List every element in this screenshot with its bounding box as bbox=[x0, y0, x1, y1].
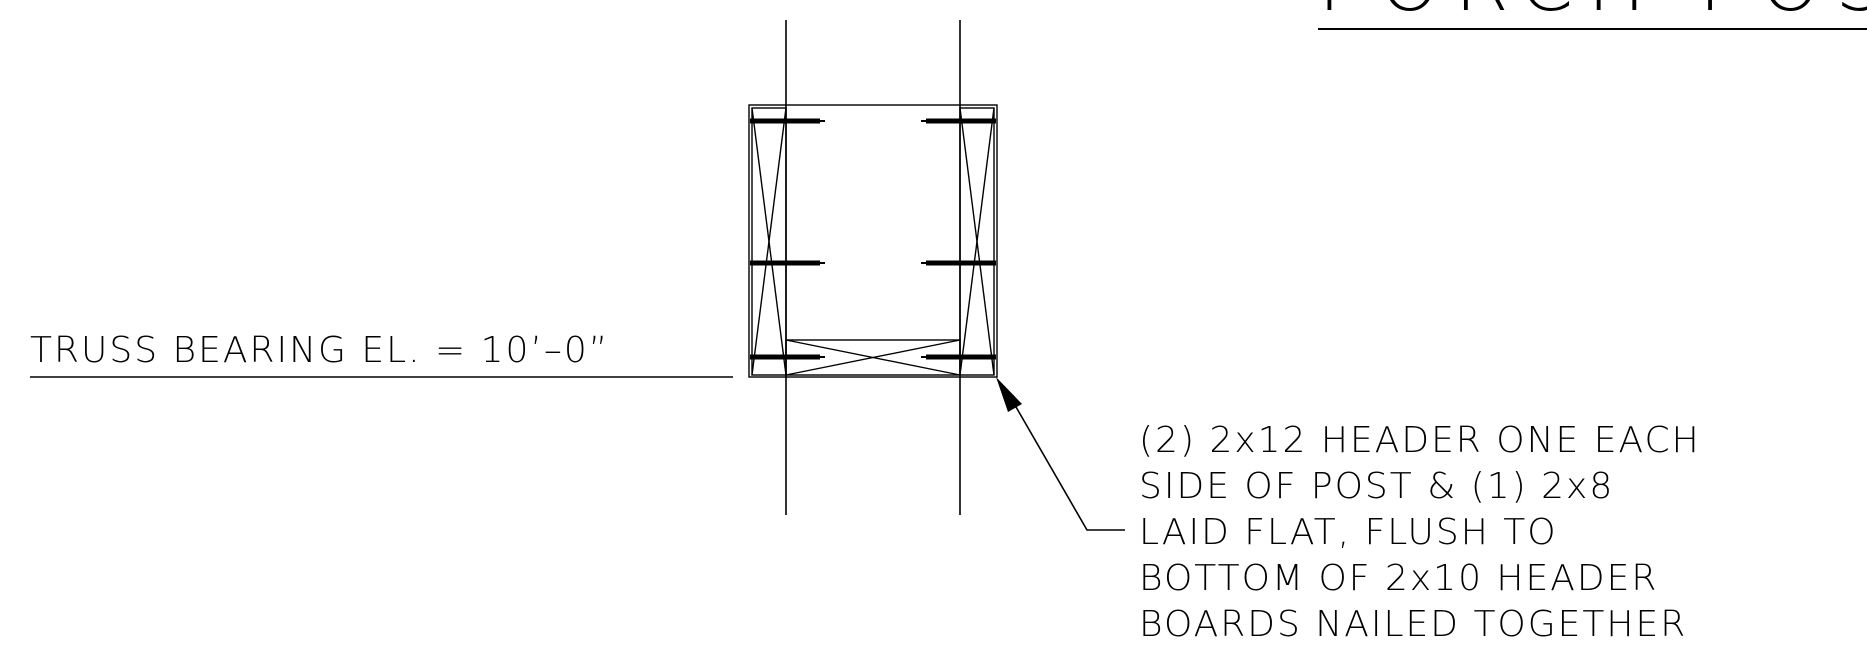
callout-line-4: BOTTOM OF 2x10 HEADER bbox=[1139, 558, 1658, 599]
callout-line-2: SIDE OF POST & (1) 2x8 bbox=[1139, 466, 1614, 507]
drawing-title: PORCH POST bbox=[1318, 0, 1867, 29]
elevation-label: TRUSS BEARING EL. = 10’–0” bbox=[30, 330, 609, 371]
left-2x12-header bbox=[751, 107, 787, 376]
right-header-cross-b bbox=[959, 107, 995, 376]
header-assembly bbox=[748, 104, 998, 378]
leader-arrowhead-icon bbox=[996, 377, 1022, 412]
elevation-marker: TRUSS BEARING EL. = 10’–0” bbox=[30, 330, 733, 378]
post-guides bbox=[785, 20, 961, 515]
title-block: PORCH POST bbox=[1318, 0, 1867, 30]
leader-line bbox=[1011, 399, 1125, 531]
header-outline bbox=[748, 104, 998, 378]
callout-line-1: (2) 2x12 HEADER ONE EACH bbox=[1139, 420, 1701, 461]
callout-leader bbox=[996, 377, 1125, 531]
nails bbox=[750, 118, 996, 360]
callout-line-5: BOARDS NAILED TOGETHER bbox=[1139, 604, 1687, 645]
right-2x12-header bbox=[959, 107, 995, 376]
callout-note: (2) 2x12 HEADER ONE EACH SIDE OF POST & … bbox=[1139, 420, 1701, 645]
callout-line-3: LAID FLAT, FLUSH TO bbox=[1139, 512, 1558, 553]
flat-board-cross-b bbox=[785, 339, 961, 376]
left-header-cross-b bbox=[751, 107, 787, 376]
